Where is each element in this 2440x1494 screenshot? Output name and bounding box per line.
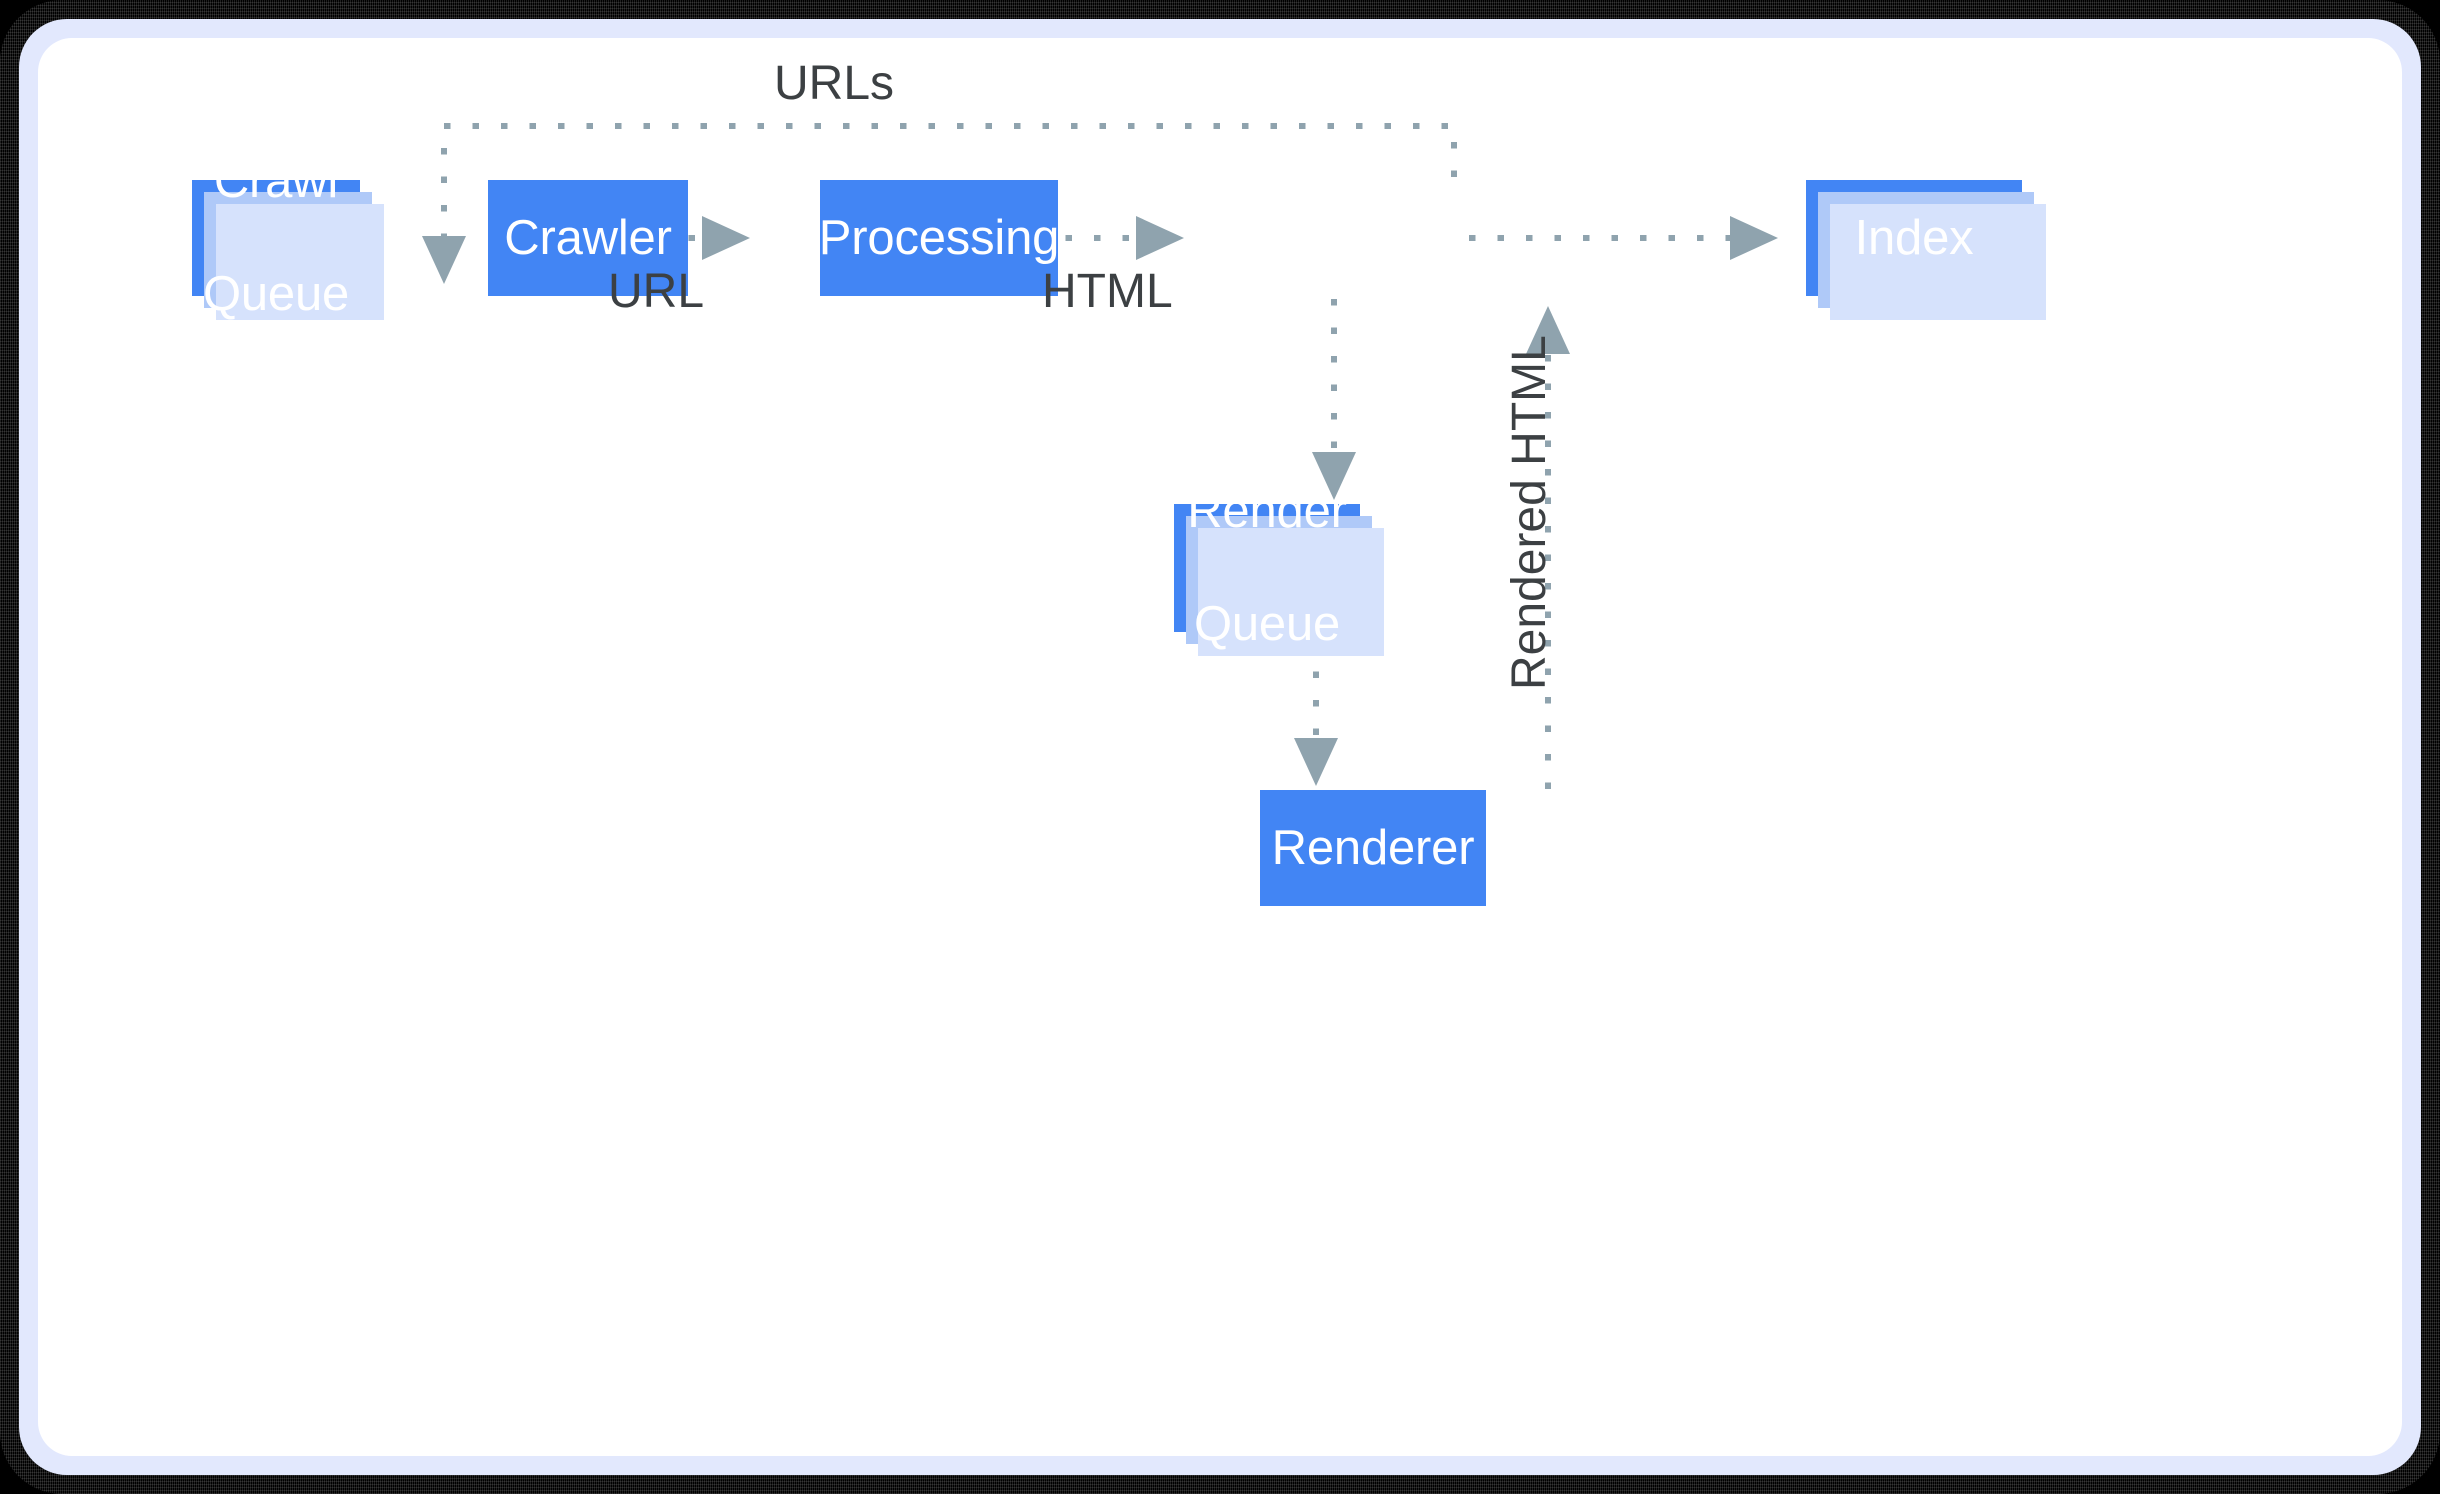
edge-label-urls: URLs <box>774 57 895 110</box>
diagram-canvas: Crawl Queue Crawler Processing Index Ren… <box>38 38 2402 1456</box>
node-processing[interactable]: Processing <box>818 180 1060 296</box>
node-crawler-label: Crawler <box>504 210 672 265</box>
node-index[interactable]: Index <box>1806 180 2022 296</box>
edge-label-html: HTML <box>1042 265 1173 318</box>
node-crawl-queue-label-2: Queue <box>202 267 350 322</box>
node-render-queue[interactable]: Render Queue <box>1174 484 1360 651</box>
edge-label-rendered-html: Rendered HTML <box>1503 335 1556 690</box>
edge-crawler-to-processing <box>1037 216 1184 260</box>
node-render-queue-label-2: Queue <box>1193 597 1341 652</box>
edge-label-url: URL <box>608 265 705 318</box>
node-renderer-label: Renderer <box>1271 820 1475 875</box>
node-index-label: Index <box>1854 210 1974 265</box>
edge-render-queue-to-renderer <box>1294 643 1338 786</box>
diagram-edges <box>422 123 1778 789</box>
node-processing-label: Processing <box>818 210 1060 265</box>
node-crawl-queue[interactable]: Crawl Queue <box>192 154 360 321</box>
node-renderer[interactable]: Renderer <box>1260 790 1486 906</box>
node-render-queue-label: Render <box>1187 483 1347 538</box>
edge-processing-to-render-queue <box>1312 299 1356 500</box>
node-crawl-queue-label: Crawl <box>213 153 339 208</box>
edge-processing-to-index <box>1469 216 1778 260</box>
